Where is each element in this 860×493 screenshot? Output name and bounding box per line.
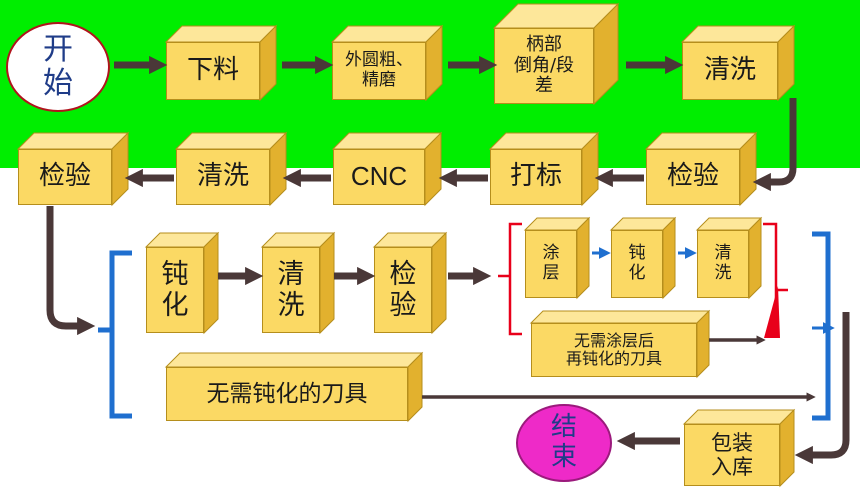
box-no-passivate: 无需钝化的刀具 bbox=[164, 351, 424, 423]
box-top-face bbox=[164, 352, 424, 368]
box-wash4-label: 清 洗 bbox=[714, 243, 732, 283]
red-bracket-left bbox=[498, 222, 522, 336]
start-label: 开 始 bbox=[43, 31, 73, 101]
right-blue-bracket bbox=[812, 231, 831, 421]
box-side-face bbox=[203, 231, 219, 335]
box-wash2-label: 清洗 bbox=[196, 161, 249, 192]
box-pack: 包装 入库 bbox=[682, 408, 796, 488]
box-depth bbox=[16, 131, 130, 207]
start-oval: 开 始 bbox=[6, 22, 110, 112]
box-top-face bbox=[331, 132, 443, 150]
box-top-face bbox=[174, 132, 288, 150]
box-grind: 外圆粗、 精磨 bbox=[330, 24, 444, 102]
box-cnc-label: CNC bbox=[350, 161, 408, 192]
box-wash4: 清 洗 bbox=[695, 216, 763, 300]
box-side-face bbox=[259, 24, 277, 102]
box-top-face bbox=[330, 25, 444, 43]
box-side-face bbox=[407, 351, 423, 423]
box-top-face bbox=[16, 132, 130, 150]
box-depth bbox=[644, 131, 758, 207]
box-depth bbox=[682, 408, 796, 488]
box-side-face bbox=[111, 131, 129, 207]
box-side-face bbox=[748, 216, 762, 300]
box-depth bbox=[492, 2, 620, 106]
arrow-right-to-pack bbox=[794, 312, 850, 465]
box-passivate2-label: 钝 化 bbox=[628, 243, 646, 283]
end-oval: 结 束 bbox=[516, 404, 612, 482]
box-side-face bbox=[425, 24, 443, 102]
box-passivate: 钝 化 bbox=[144, 231, 220, 335]
box-no-coat-label: 无需涂层后 再钝化的刀具 bbox=[565, 330, 662, 368]
box-side-face bbox=[424, 131, 442, 207]
box-side-face bbox=[269, 131, 287, 207]
box-side-face bbox=[777, 24, 795, 102]
box-wash2: 清洗 bbox=[174, 131, 288, 207]
box-inspect3: 检 验 bbox=[372, 231, 448, 335]
box-mark: 打标 bbox=[488, 131, 600, 207]
box-shank-label: 柄部 倒角/段 差 bbox=[513, 33, 575, 97]
box-depth bbox=[330, 24, 444, 102]
box-shank: 柄部 倒角/段 差 bbox=[492, 2, 620, 106]
red-bracket-right bbox=[763, 222, 788, 338]
box-no-passivate-label: 无需钝化的刀具 bbox=[206, 380, 368, 407]
box-top-face bbox=[164, 25, 278, 43]
box-cut: 下料 bbox=[164, 24, 278, 102]
box-depth bbox=[174, 131, 288, 207]
box-pack-label: 包装 入库 bbox=[711, 430, 753, 479]
box-wash1: 清洗 bbox=[680, 24, 796, 102]
box-depth bbox=[695, 216, 763, 300]
arrow-inspect2-down bbox=[46, 206, 96, 336]
box-wash1-label: 清洗 bbox=[703, 55, 756, 86]
box-side-face bbox=[593, 2, 619, 106]
box-inspect1-label: 检验 bbox=[666, 161, 719, 192]
box-depth bbox=[260, 231, 336, 335]
box-inspect2-label: 检验 bbox=[38, 161, 91, 192]
box-grind-label: 外圆粗、 精磨 bbox=[345, 50, 413, 90]
end-label: 结 束 bbox=[550, 412, 577, 472]
box-no-coat: 无需涂层后 再钝化的刀具 bbox=[529, 309, 711, 379]
box-depth bbox=[523, 216, 591, 300]
box-top-face bbox=[644, 132, 758, 150]
box-side-face bbox=[576, 216, 590, 300]
box-wash3: 清 洗 bbox=[260, 231, 336, 335]
box-side-face bbox=[779, 408, 795, 488]
box-side-face bbox=[319, 231, 335, 335]
box-depth bbox=[331, 131, 443, 207]
box-depth bbox=[488, 131, 600, 207]
box-mark-label: 打标 bbox=[509, 161, 562, 192]
box-coat-label: 涂 层 bbox=[542, 243, 560, 283]
box-depth bbox=[529, 309, 711, 379]
box-inspect2: 检验 bbox=[16, 131, 130, 207]
box-inspect1: 检验 bbox=[644, 131, 758, 207]
box-cut-label: 下料 bbox=[186, 55, 239, 86]
red-wedge bbox=[764, 286, 780, 338]
box-depth bbox=[144, 231, 220, 335]
box-top-face bbox=[488, 132, 600, 150]
box-depth bbox=[609, 216, 677, 300]
box-inspect3-label: 检 验 bbox=[389, 258, 417, 321]
box-wash3-label: 清 洗 bbox=[277, 258, 305, 321]
left-blue-bracket bbox=[98, 250, 132, 419]
box-side-face bbox=[431, 231, 447, 335]
box-top-face bbox=[682, 409, 796, 425]
box-coat: 涂 层 bbox=[523, 216, 591, 300]
box-passivate2: 钝 化 bbox=[609, 216, 677, 300]
box-top-face bbox=[680, 25, 796, 43]
box-cnc: CNC bbox=[331, 131, 443, 207]
box-side-face bbox=[581, 131, 599, 207]
box-passivate-label: 钝 化 bbox=[161, 258, 189, 321]
box-top-face bbox=[529, 310, 711, 324]
box-side-face bbox=[696, 309, 710, 379]
box-side-face bbox=[662, 216, 676, 300]
